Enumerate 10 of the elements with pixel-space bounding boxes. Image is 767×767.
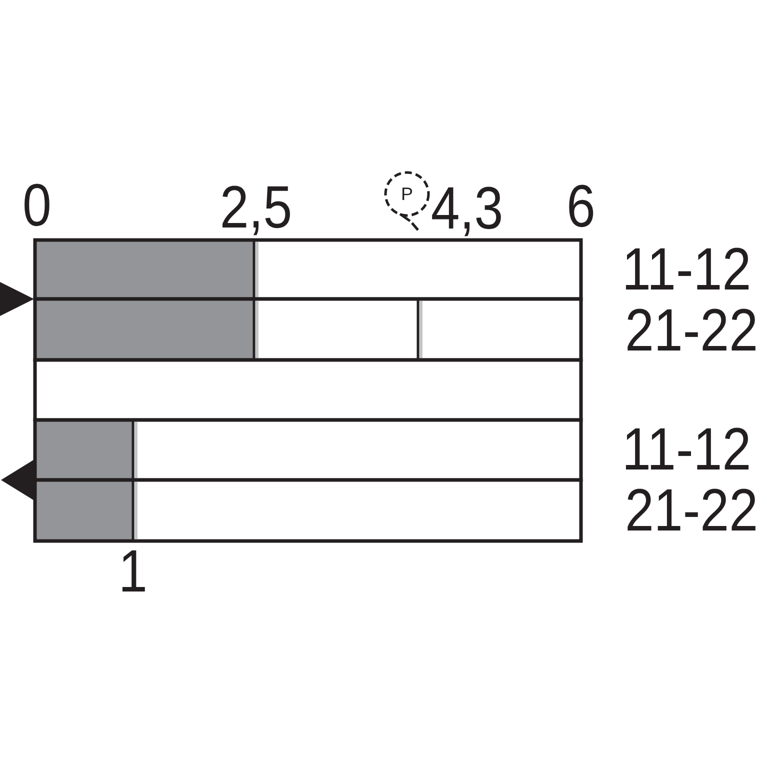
symbol-letter: P [401, 185, 413, 203]
contact-label: 11-12 [622, 420, 752, 480]
contact-label: 11-12 [622, 240, 752, 300]
travel-value: 6 [566, 177, 596, 237]
contact-label: 21-22 [625, 481, 758, 541]
travel-value: 1 [118, 542, 148, 602]
travel-value: 4,3 [430, 179, 504, 239]
contact-label: 21-22 [625, 301, 758, 361]
travel-value: 0 [22, 176, 52, 236]
travel-value: 2,5 [220, 178, 292, 238]
